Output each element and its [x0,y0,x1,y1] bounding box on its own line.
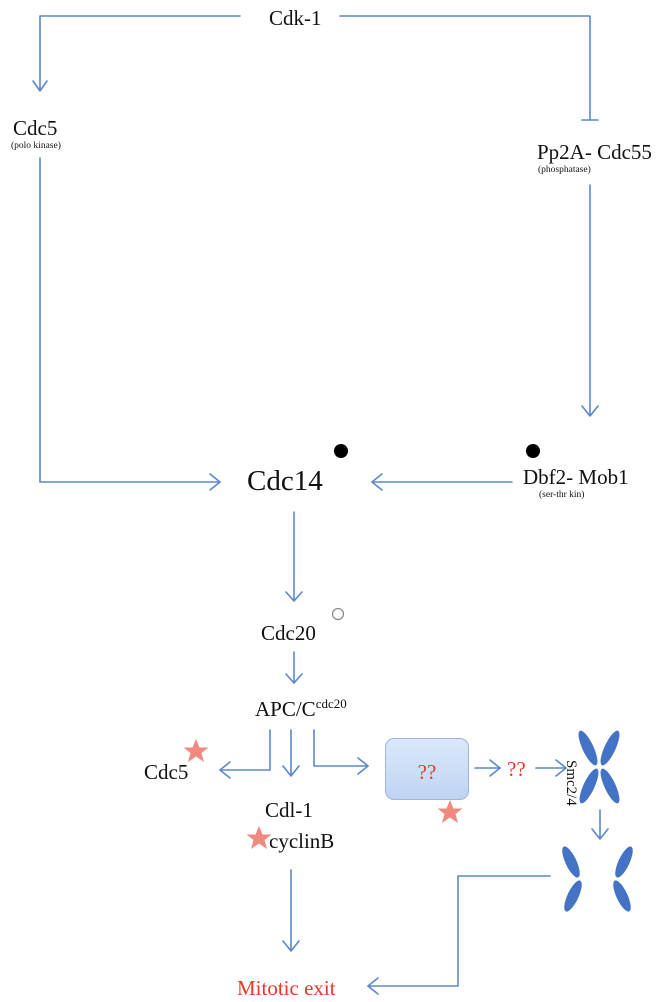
node-cdl1: Cdl-1 [265,798,313,822]
node-cdk1: Cdk-1 [269,6,322,30]
node-dbf2-subtitle: (ser-thr kin) [539,490,585,500]
arrowhead-cdc14-left [209,473,221,491]
node-dbf2: Dbf2- Mob1 [523,465,629,489]
arrowhead-unknown [489,759,501,777]
node-cdc5-top-subtitle: (polo kinase) [11,141,61,151]
arrowhead-dbf2 [581,405,599,417]
arrowhead-smc [555,759,567,777]
star-cdc5 [183,739,209,762]
arrow-apc-to-cdc5 [219,729,271,771]
node-cdc14: Cdc14 [247,465,323,497]
open-dot-cdc20 [331,607,345,621]
node-mitotic-exit: Mitotic exit [237,976,336,1000]
node-pp2a: Pp2A- Cdc55 [537,140,652,164]
node-pp2a-subtitle: (phosphatase) [538,165,591,175]
arrowhead-box [357,757,369,775]
arrowhead-cdl1 [282,765,300,777]
arrowhead-exit-top [282,940,300,952]
inhibition-cdk1-to-pp2a [339,15,591,121]
star-box [437,800,463,823]
phospho-dot-cdc14 [334,444,348,458]
node-cdc5-bottom: Cdc5 [144,760,189,784]
separated-chromosomes [562,846,633,912]
apc-superscript: cdc20 [315,696,347,711]
arrow-separated-to-exit [367,875,551,987]
phospho-dot-dbf2 [526,444,540,458]
arrowhead-cdc5-bottom [219,761,231,779]
star-cyclinb [246,826,272,849]
arrow-cdc5-to-cdc14 [39,157,221,483]
arrowhead-cdc5-top [32,80,48,92]
unknown-box: ?? [385,738,469,800]
arrow-apc-to-box [313,729,369,767]
arrowhead-cdc14-right [371,473,383,491]
arrowhead-apc [285,673,303,684]
node-smc: Smc2/4 [563,760,579,806]
arrow-cdk1-to-cdc5 [39,15,241,91]
apc-label: APC/C [255,697,316,721]
arrowhead-cdc20 [285,591,303,602]
condensed-chromosome [578,730,620,804]
arrowhead-separated [591,828,609,840]
node-cyclinb: cyclinB [269,829,335,853]
node-cdc20: Cdc20 [261,621,316,645]
arrowhead-exit-right [367,977,379,995]
node-cdc5-top: Cdc5 [13,116,58,140]
node-apc: APC/Ccdc20 [255,697,347,720]
unknown-box-label: ?? [417,760,437,784]
node-unknown-step: ?? [507,757,526,781]
